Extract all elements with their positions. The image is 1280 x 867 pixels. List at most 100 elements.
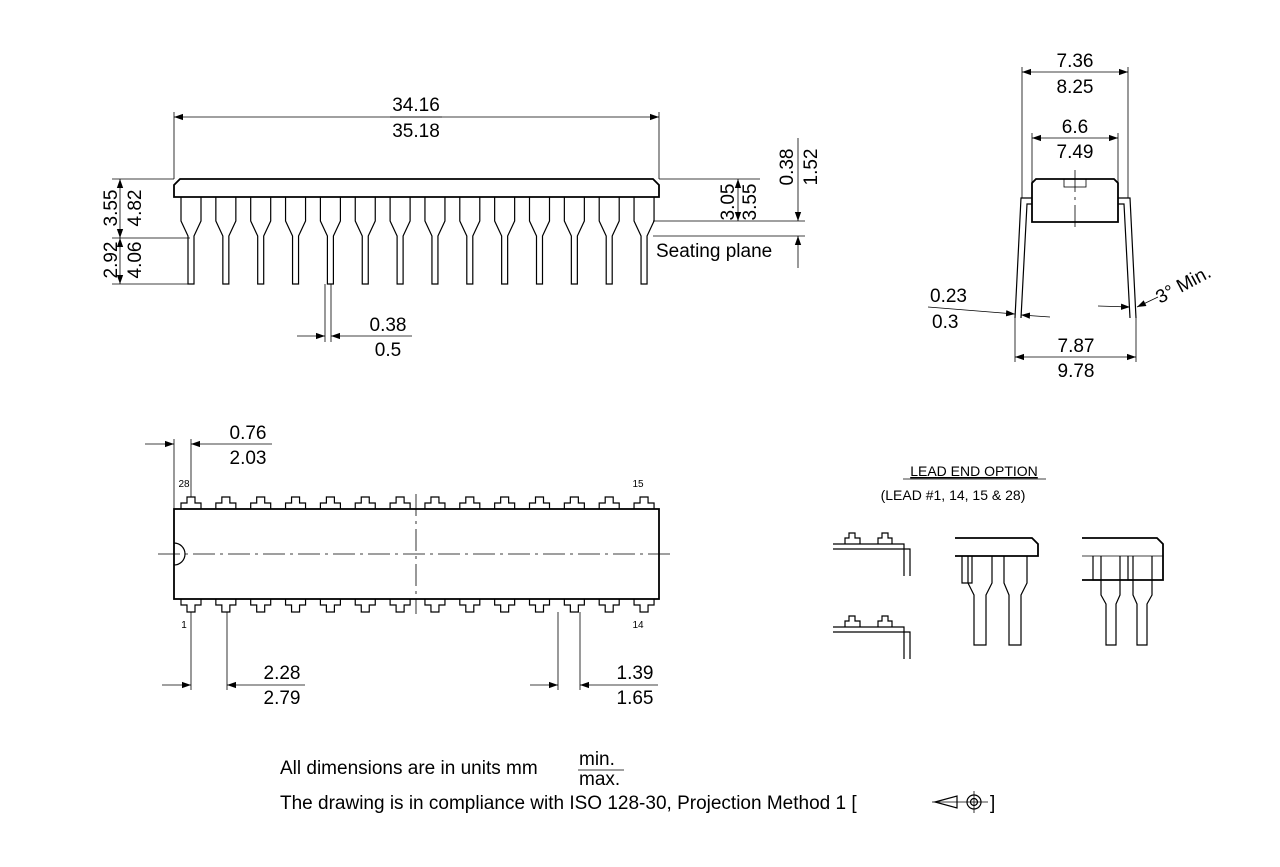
side-lead xyxy=(215,197,237,285)
end-offset-max: 2.03 xyxy=(230,448,267,469)
lead-length-max: 4.06 xyxy=(125,242,146,279)
top-pin xyxy=(284,496,307,509)
notes-fraction-max: max. xyxy=(579,769,620,790)
notes-fraction-min: min. xyxy=(579,749,615,770)
standoff-max: 3.55 xyxy=(740,184,761,221)
side-lead xyxy=(319,197,341,285)
lead-thickness-dimension-line xyxy=(927,306,1016,317)
pin-label-15: 15 xyxy=(632,479,644,490)
top-pin xyxy=(494,496,516,509)
lead-option-1 xyxy=(833,532,911,659)
bottom-pin xyxy=(389,599,411,613)
side-leads xyxy=(180,197,655,285)
bottom-pin xyxy=(424,599,446,613)
overall-width-max: 9.78 xyxy=(1058,361,1095,382)
projection-method-icon xyxy=(932,791,988,813)
row-spacing-min: 7.36 xyxy=(1057,51,1094,72)
top-pin xyxy=(459,496,481,509)
top-pins-lower-row xyxy=(180,599,655,613)
top-pin xyxy=(633,496,655,509)
side-lead xyxy=(459,197,481,285)
top-pin xyxy=(215,496,237,509)
side-lead xyxy=(528,197,551,285)
lead-end-option-title: LEAD END OPTION xyxy=(910,463,1038,479)
bottom-pin xyxy=(284,599,307,613)
lead-length-min: 2.92 xyxy=(101,242,122,279)
side-lead xyxy=(354,197,376,285)
notes-bracket-close: ] xyxy=(990,793,995,814)
lead-thickness-max: 0.3 xyxy=(932,312,958,333)
side-lead xyxy=(284,197,307,285)
pin-label-28: 28 xyxy=(178,479,190,490)
base-clearance-min: 0.38 xyxy=(777,149,798,186)
top-view: 28 15 1 14 0.76 2.03 2.28 2.79 1.39 1.65 xyxy=(145,423,672,709)
side-lead xyxy=(494,197,516,285)
top-pin xyxy=(319,496,341,509)
bottom-pin xyxy=(598,599,620,613)
pitch-max: 2.79 xyxy=(264,688,301,709)
top-pin xyxy=(389,496,411,509)
end-lead-right xyxy=(1118,197,1137,319)
top-pin xyxy=(598,496,620,509)
shoulder-width-min: 1.39 xyxy=(617,663,654,684)
angle-dimension-line xyxy=(1136,296,1159,308)
side-lead xyxy=(563,197,585,285)
top-pin xyxy=(354,496,376,509)
lead-end-option-subtitle: (LEAD #1, 14, 15 & 28) xyxy=(881,487,1026,503)
bottom-pin xyxy=(180,599,202,613)
top-pin xyxy=(528,496,551,509)
overall-width-min: 7.87 xyxy=(1058,336,1095,357)
lead-width-min: 0.38 xyxy=(370,315,407,336)
base-clearance-max: 1.52 xyxy=(801,149,822,186)
pin-label-14: 14 xyxy=(632,620,644,631)
pitch-min: 2.28 xyxy=(264,663,301,684)
side-view: 34.16 35.18 3.55 4.82 2.92 4.06 3.05 3.5… xyxy=(101,95,822,361)
lead-option-3 xyxy=(1082,537,1164,646)
shoulder-width-max: 1.65 xyxy=(617,688,654,709)
bottom-pin xyxy=(250,599,272,613)
lead-width-max: 0.5 xyxy=(375,340,401,361)
top-pin xyxy=(250,496,272,509)
side-lead xyxy=(389,197,411,285)
top-pin xyxy=(563,496,585,509)
side-lead xyxy=(424,197,446,285)
side-lead xyxy=(250,197,272,285)
end-offset-min: 0.76 xyxy=(230,423,267,444)
body-width-max: 7.49 xyxy=(1057,142,1094,163)
lead-option-2 xyxy=(955,537,1039,646)
seating-plane-label: Seating plane xyxy=(656,241,772,262)
side-body-outline xyxy=(173,178,660,198)
bottom-pin xyxy=(354,599,376,613)
bottom-pin xyxy=(563,599,585,613)
side-lead xyxy=(633,197,655,285)
end-lead-left xyxy=(1014,197,1032,319)
body-height-max: 4.82 xyxy=(125,190,146,227)
end-view: 7.36 8.25 6.6 7.49 0.23 0.3 3° Min. 7.87… xyxy=(927,51,1215,382)
bottom-pin xyxy=(459,599,481,613)
side-lead xyxy=(598,197,620,285)
notes-units: All dimensions are in units mm xyxy=(280,758,538,779)
row-spacing-max: 8.25 xyxy=(1057,77,1094,98)
bottom-pin xyxy=(319,599,341,613)
pin1-notch xyxy=(173,542,186,566)
notes: All dimensions are in units mm min. max.… xyxy=(280,749,995,814)
length-min: 34.16 xyxy=(392,95,440,116)
notes-iso-compliance: The drawing is in compliance with ISO 12… xyxy=(280,793,857,814)
angle-label: 3° Min. xyxy=(1152,262,1214,308)
lead-end-option: LEAD END OPTION (LEAD #1, 14, 15 & 28) xyxy=(833,463,1164,659)
top-pin xyxy=(180,496,202,509)
bottom-pin xyxy=(494,599,516,613)
standoff-min: 3.05 xyxy=(718,184,739,221)
bottom-pin xyxy=(215,599,237,613)
top-pin xyxy=(424,496,446,509)
lead-thickness-min: 0.23 xyxy=(930,286,967,307)
pin-label-1: 1 xyxy=(181,620,187,631)
top-pins-upper-row xyxy=(180,496,655,509)
bottom-pin xyxy=(633,599,655,613)
length-max: 35.18 xyxy=(392,121,440,142)
bottom-pin xyxy=(528,599,551,613)
side-lead xyxy=(180,197,202,285)
body-width-min: 6.6 xyxy=(1062,117,1088,138)
body-height-min: 3.55 xyxy=(101,190,122,227)
